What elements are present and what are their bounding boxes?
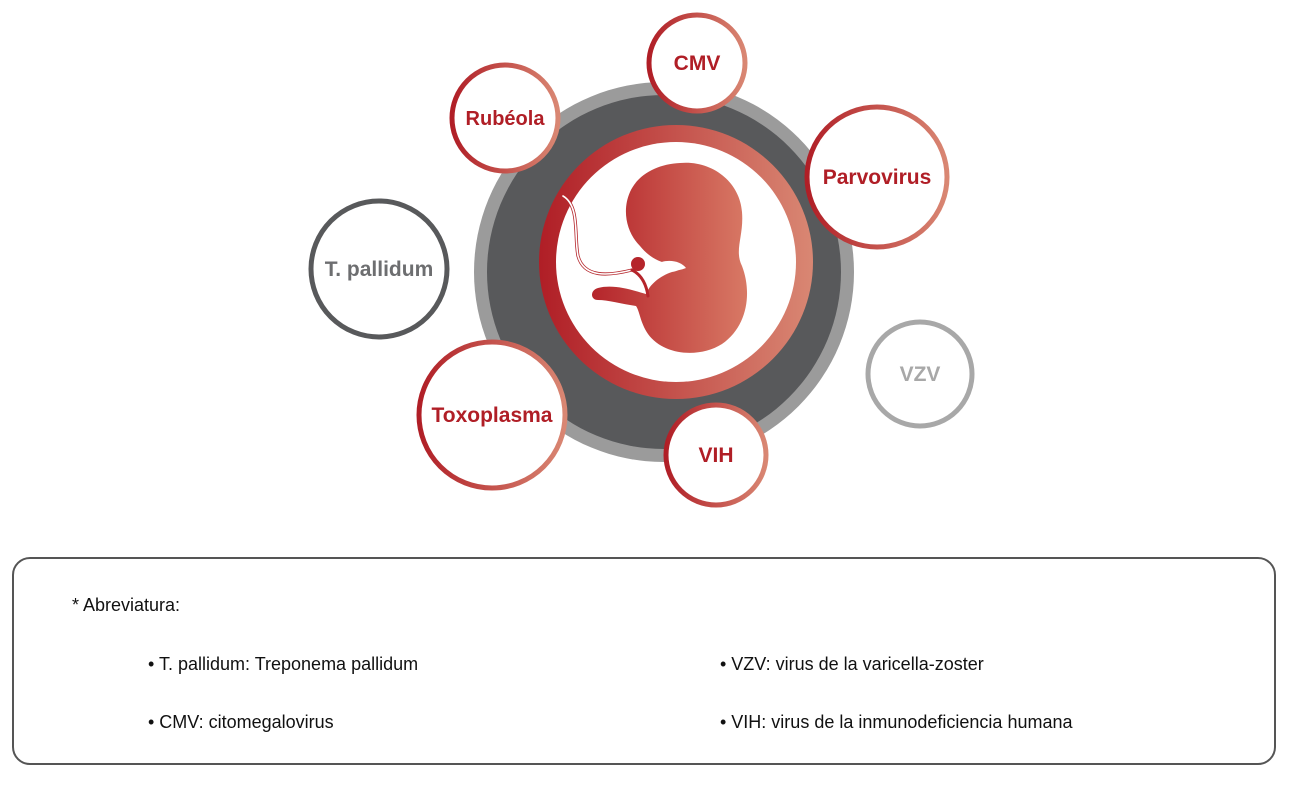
legend-box: * Abreviatura: • T. pallidum: Treponema …: [12, 557, 1276, 765]
node-vzv: VZV: [865, 319, 975, 429]
legend-item: • CMV: citomegalovirus: [148, 712, 334, 732]
legend-item: • T. pallidum: Treponema pallidum: [148, 654, 419, 674]
fetus-icon: [561, 162, 748, 353]
node-label: VIH: [698, 444, 733, 467]
legend-item: • VIH: virus de la inmunodeficiencia hum…: [720, 712, 1073, 732]
diagram: CMV Rubéola Parvovirus T. pallidum Toxop…: [308, 12, 975, 508]
legend-heading: * Abreviatura:: [72, 595, 181, 615]
legend-item: • VZV: virus de la varicella-zoster: [720, 654, 984, 674]
node-label: Parvovirus: [823, 166, 932, 189]
node-toxoplasma: Toxoplasma: [416, 339, 568, 491]
node-label: T. pallidum: [325, 258, 434, 281]
node-tpallidum: T. pallidum: [308, 198, 450, 340]
node-cmv: CMV: [646, 12, 748, 114]
node-label: CMV: [674, 52, 721, 75]
node-label: Rubéola: [466, 108, 546, 130]
node-label: Toxoplasma: [432, 404, 553, 427]
node-vih: VIH: [663, 402, 769, 508]
node-rubeola: Rubéola: [449, 62, 561, 174]
node-label: VZV: [900, 363, 941, 386]
node-parvovirus: Parvovirus: [804, 104, 950, 250]
